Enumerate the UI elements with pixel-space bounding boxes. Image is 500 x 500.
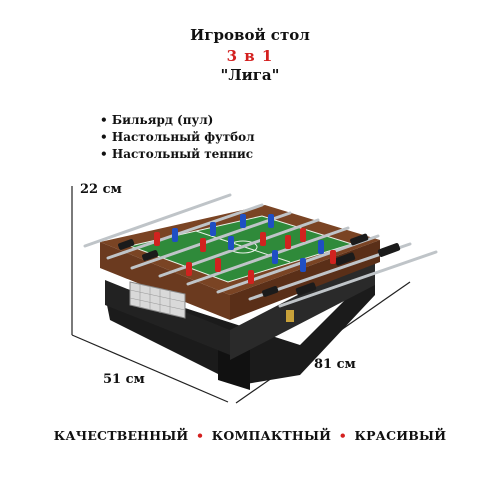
- players-red: [154, 228, 336, 284]
- product-name: "Лига": [220, 66, 280, 84]
- width-line: [71, 334, 229, 403]
- feature-item: Настольный теннис: [100, 146, 255, 163]
- product-title: Игровой стол: [190, 26, 310, 44]
- frame-front: [100, 242, 230, 320]
- tagline: КАЧЕСТВЕННЫЙ • КОМПАКТНЫЙ • КРАСИВЫЙ: [0, 428, 500, 443]
- tagline-separator: •: [338, 428, 347, 443]
- feature-item: Настольный футбол: [100, 129, 255, 146]
- feature-list: Бильярд (пул) Настольный футбол Настольн…: [100, 112, 255, 163]
- tagline-item: КАЧЕСТВЕННЫЙ: [53, 428, 189, 443]
- product-subtitle: 3 в 1: [226, 47, 274, 65]
- tagline-item: КОМПАКТНЫЙ: [211, 428, 332, 443]
- goal-net: [129, 281, 186, 319]
- base-side: [230, 255, 375, 360]
- latch-icon: [286, 310, 294, 322]
- tagline-item: КРАСИВЫЙ: [354, 428, 447, 443]
- width-dimension: 51 см: [103, 372, 145, 387]
- players-blue: [172, 214, 324, 272]
- feature-item: Бильярд (пул): [100, 112, 255, 129]
- tagline-separator: •: [196, 428, 205, 443]
- height-dimension: 22 см: [80, 182, 122, 197]
- rod-handles: [118, 233, 401, 297]
- length-dimension: 81 см: [314, 357, 356, 372]
- goal-net-mesh: [129, 284, 186, 315]
